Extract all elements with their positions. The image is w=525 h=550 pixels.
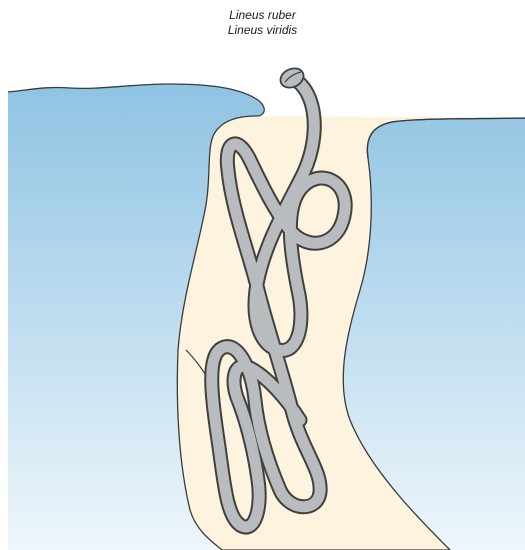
diagram-stage: Lineus ruber Lineus viridis [0,0,525,550]
burrow-illustration [0,0,525,550]
